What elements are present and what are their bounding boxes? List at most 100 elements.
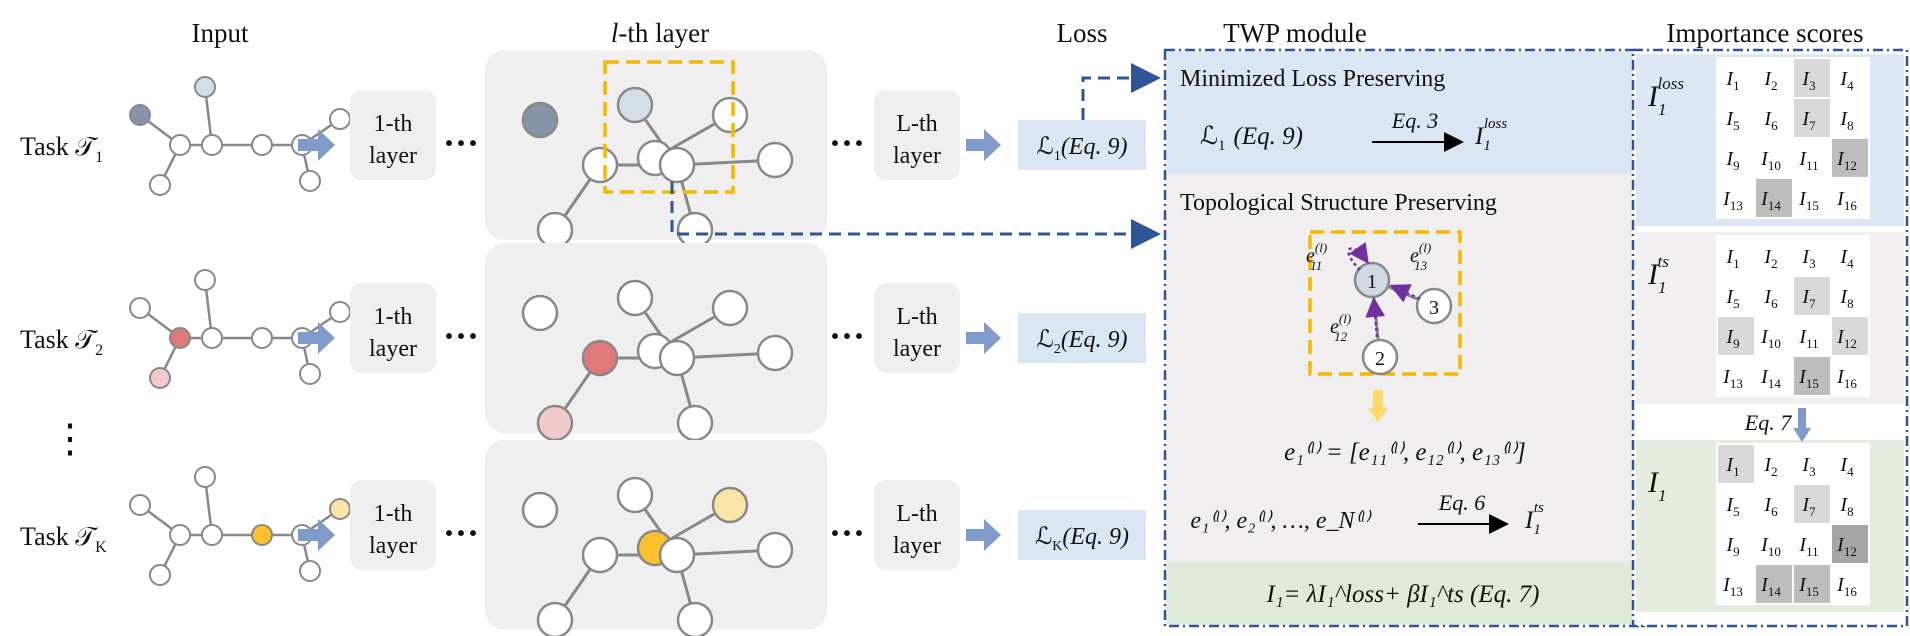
importance-cell-label: I2	[1763, 246, 1777, 271]
twp-section2-title: Topological Structure Preserving	[1180, 190, 1497, 216]
importance-cell-label: I4	[1839, 246, 1854, 271]
loss-to-twp-connector	[1081, 63, 1161, 120]
task-label-2: Task 𝒯2	[20, 325, 103, 359]
ellipsis-right: ···	[829, 123, 865, 163]
importance-cell-label: I2	[1763, 454, 1777, 479]
importance-cell-label: I12	[1836, 534, 1857, 559]
importance-cell-label: I5	[1725, 494, 1739, 519]
first-layer-label-1: 1-th	[374, 111, 413, 137]
twp-down-arrow	[1368, 408, 1388, 422]
input-node	[329, 498, 351, 520]
importance-cell	[1830, 523, 1870, 565]
importance-cell-label: I7	[1801, 494, 1816, 519]
header-input: Input	[192, 18, 249, 48]
header-importance: Importance scores	[1666, 18, 1863, 48]
ellipsis-left: ···	[443, 316, 479, 356]
twp-section1-title: Minimized Loss Preserving	[1180, 66, 1445, 92]
importance-cell-label: I14	[1760, 366, 1781, 391]
importance-cell	[1754, 275, 1794, 317]
importance-cell-label: I12	[1836, 326, 1857, 351]
importance-cell-label: I11	[1798, 534, 1818, 559]
importance-cell-label: I1	[1725, 454, 1739, 479]
importance-cell-label: I9	[1725, 148, 1739, 173]
twp-section1-lhs: ℒ1(Eq. 9)	[1200, 123, 1303, 154]
loss-label-2: ℒ2(Eq. 9)	[1037, 327, 1128, 357]
importance-cell-label: I13	[1722, 574, 1743, 599]
input-node	[194, 269, 216, 291]
layer-node	[581, 339, 619, 377]
ellipsis-right: ···	[829, 316, 865, 356]
layer-node	[658, 339, 696, 377]
header-layer: l-th layer	[611, 18, 709, 48]
loss-box	[1018, 313, 1146, 363]
importance-cell-label: I16	[1836, 188, 1857, 213]
first-layer-box	[350, 90, 436, 180]
importance-cell-label: I15	[1798, 188, 1819, 213]
input-node	[169, 327, 191, 349]
last-layer-label-2: layer	[893, 533, 941, 559]
importance-cell	[1754, 235, 1794, 277]
twp-node-2	[1361, 338, 1399, 376]
twp-node-1-label: 1	[1367, 271, 1377, 293]
importance-cell	[1716, 523, 1756, 565]
flow-arrow	[298, 322, 335, 354]
importance-cell	[1754, 355, 1794, 397]
importance-cell	[1716, 443, 1756, 485]
flow-arrow-loss	[966, 129, 1001, 161]
layer-node	[616, 279, 654, 317]
importance-cell-label: I1	[1725, 68, 1739, 93]
last-layer-box	[874, 90, 960, 180]
ellipsis-left: ···	[443, 513, 479, 553]
input-node	[129, 494, 151, 516]
importance-cell-label: I9	[1725, 326, 1739, 351]
layer-node	[711, 486, 749, 524]
importance-cell-label: I6	[1763, 494, 1778, 519]
importance-cell	[1754, 443, 1794, 485]
last-layer-label-1: L-th	[896, 501, 937, 527]
importance-cell-label: I11	[1798, 148, 1818, 173]
importance-cell	[1830, 235, 1870, 277]
loss-box	[1018, 120, 1146, 170]
layer-node	[676, 211, 714, 249]
importance-down-arrow	[1793, 428, 1811, 442]
input-node	[129, 297, 151, 319]
importance-cell-label: I15	[1798, 366, 1819, 391]
ellipsis-right: ···	[829, 513, 865, 553]
importance-cell-label: I16	[1836, 366, 1857, 391]
layer-node	[521, 101, 559, 139]
twp-embed-equation: e₁⁽ˡ⁾ = [e₁₁⁽ˡ⁾, e₁₂⁽ˡ⁾, e₁₃⁽ˡ⁾]	[1284, 439, 1526, 466]
input-node	[149, 174, 171, 196]
importance-cell	[1754, 315, 1794, 357]
importance-cell-label: I6	[1763, 286, 1778, 311]
input-node	[194, 76, 216, 98]
importance-cell-label: I6	[1763, 108, 1778, 133]
input-node	[149, 564, 171, 586]
importance-group-label: I1ts	[1647, 252, 1669, 297]
importance-cell-label: I2	[1763, 68, 1777, 93]
importance-cell	[1792, 355, 1832, 397]
layer-node	[536, 211, 574, 249]
edge-label-11: e(l)11	[1306, 240, 1327, 273]
layer-node	[756, 141, 794, 179]
task-label-3: Task 𝒯K	[20, 522, 107, 556]
importance-cell	[1830, 177, 1870, 219]
importance-cell-label: I10	[1760, 326, 1781, 351]
importance-cell-label: I10	[1760, 148, 1781, 173]
flow-arrow-loss	[966, 519, 1001, 551]
last-layer-label-1: L-th	[896, 304, 937, 330]
importance-eq7-label: Eq. 7	[1744, 410, 1792, 435]
layer-node	[521, 491, 559, 529]
last-layer-label-1: L-th	[896, 111, 937, 137]
input-node	[251, 134, 273, 156]
importance-group-label: I1loss	[1647, 74, 1684, 119]
flow-arrow	[298, 129, 335, 161]
input-node	[251, 524, 273, 546]
first-layer-box	[350, 480, 436, 570]
input-node	[329, 108, 351, 130]
